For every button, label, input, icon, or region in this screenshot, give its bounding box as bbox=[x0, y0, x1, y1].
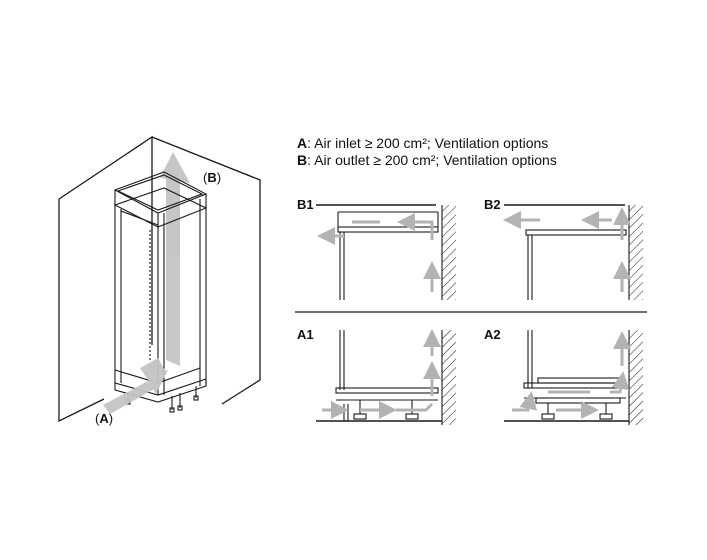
panel-b1-arrows bbox=[317, 213, 441, 292]
panel-label-b1: B1 bbox=[297, 197, 314, 212]
legend: A: Air inlet ≥ 200 cm²; Ventilation opti… bbox=[297, 135, 557, 169]
panel-label-b2: B2 bbox=[484, 197, 501, 212]
panel-a2-arrows bbox=[512, 331, 631, 419]
panel-label-a1: A1 bbox=[297, 327, 314, 342]
panel-a1 bbox=[316, 330, 456, 425]
panel-b2 bbox=[504, 204, 643, 300]
panel-b1 bbox=[316, 204, 456, 300]
panel-b2-arrows bbox=[503, 207, 631, 292]
legend-row-b: B: Air outlet ≥ 200 cm²; Ventilation opt… bbox=[297, 152, 557, 168]
panel-a1-arrows bbox=[322, 329, 441, 419]
callout-b: (B) bbox=[203, 170, 222, 185]
panel-label-a2: A2 bbox=[484, 327, 501, 342]
callout-a: (A) bbox=[95, 411, 114, 426]
airflow-inlet-arrow bbox=[103, 358, 168, 414]
legend-row-a: A: Air inlet ≥ 200 cm²; Ventilation opti… bbox=[297, 135, 549, 151]
